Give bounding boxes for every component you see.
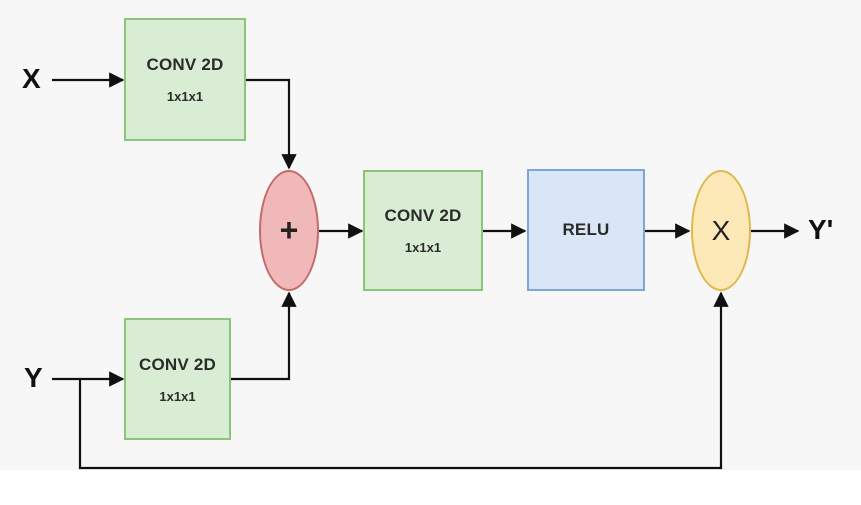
add-node: + [259,170,319,291]
input-x-label: X [22,63,41,94]
multiply-node: X [691,170,751,291]
conv2d-y-title: CONV 2D [139,354,216,374]
edge-conv-x-to-add [246,78,297,170]
conv2d-mid-block: CONV 2D 1x1x1 [363,170,483,291]
conv2d-x-block: CONV 2D 1x1x1 [124,18,246,141]
relu-title: RELU [562,220,610,239]
conv2d-x-title: CONV 2D [146,55,224,74]
conv2d-mid-kernel: 1x1x1 [404,240,442,255]
multiply-symbol: X [711,214,731,246]
output-label: Y' [808,214,834,245]
conv2d-x-kernel: 1x1x1 [166,89,204,104]
conv2d-mid-title: CONV 2D [384,206,462,225]
input-y-label: Y [24,362,43,393]
conv2d-y-block: CONV 2D 1x1x1 [124,318,231,440]
relu-block: RELU [527,169,645,291]
edge-y-skip-to-mul [78,291,729,470]
add-symbol: + [279,212,299,248]
edge-conv-y-to-add [231,291,297,381]
conv2d-y-kernel: 1x1x1 [159,388,196,404]
